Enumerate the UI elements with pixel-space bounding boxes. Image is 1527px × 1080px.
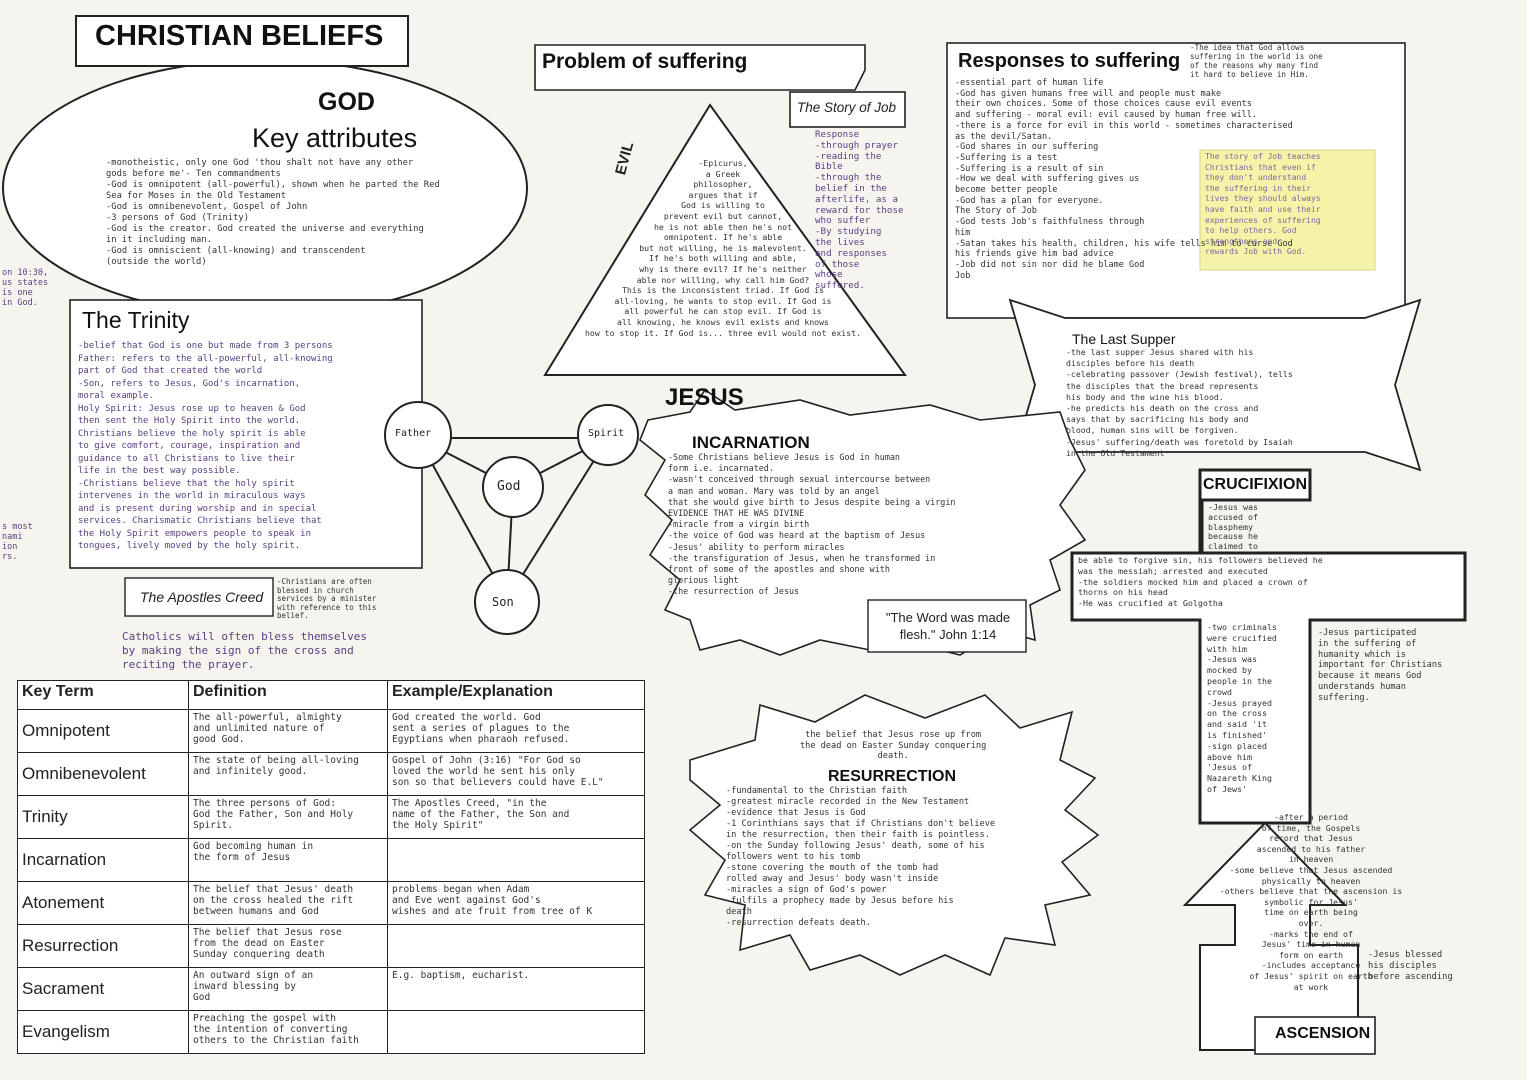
god-title: GOD <box>318 88 375 116</box>
definition-cell: The all-powerful, almighty and unlimited… <box>188 709 388 753</box>
term-cell: Omnibenevolent <box>17 752 189 796</box>
responses-notes: -essential part of human life -God has g… <box>955 78 1293 281</box>
term-cell: Sacrament <box>17 967 189 1011</box>
apostles-creed-label: The Apostles Creed <box>140 589 264 605</box>
example-cell: E.g. baptism, eucharist. <box>387 967 645 1011</box>
job-sticky-note: The story of Job teaches Christians that… <box>1205 152 1321 257</box>
crucifixion-notes-mid: be able to forgive sin, his followers be… <box>1078 555 1323 609</box>
example-cell <box>387 924 645 968</box>
incarnation-notes: -Some Christians believe Jesus is God in… <box>668 452 956 597</box>
last-supper-title: The Last Supper <box>1072 331 1176 347</box>
definition-cell: The state of being all-loving and infini… <box>188 752 388 796</box>
definition-cell: The belief that Jesus rose from the dead… <box>188 924 388 968</box>
trinity-diagram <box>384 401 639 635</box>
example-cell <box>387 838 645 882</box>
evil-triangle-text: -Epicurus, a Greek philosopher, argues t… <box>584 158 862 338</box>
table-row: Resurrection The belief that Jesus rose … <box>17 924 645 968</box>
jesus-title: JESUS <box>665 384 744 411</box>
resurrection-notes: -fundamental to the Christian faith -gre… <box>726 786 996 928</box>
ascension-notes: -after a period of time, the Gospels rec… <box>1219 812 1403 992</box>
term-cell: Incarnation <box>17 838 189 882</box>
suffering-title: Problem of suffering <box>542 50 748 73</box>
trinity-node-spirit: Spirit <box>588 428 625 439</box>
term-cell: Atonement <box>17 881 189 925</box>
crucifixion-side-note: -Jesus participated in the suffering of … <box>1318 628 1443 703</box>
table-row: Incarnation God becoming human in the fo… <box>17 838 645 882</box>
resurrection-title: RESURRECTION <box>828 768 957 785</box>
definition-cell: The belief that Jesus' death on the cros… <box>188 881 388 925</box>
definition-cell: Preaching the gospel with the intention … <box>188 1010 388 1054</box>
crucifixion-title: CRUCIFIXION <box>1203 476 1307 493</box>
table-header-row: Key Term Definition Example/Explanation <box>17 680 645 710</box>
catholic-note: Catholics will often bless themselves by… <box>122 630 368 671</box>
term-cell: Evangelism <box>17 1010 189 1054</box>
table-row: Omnibenevolent The state of being all-lo… <box>17 752 645 796</box>
story-of-job-label: The Story of Job <box>797 100 897 115</box>
god-subtitle: Key attributes <box>252 123 418 153</box>
left-margin-note-2: s most nami ion rs. <box>2 522 33 562</box>
left-margin-note: on 10:30, us states is one in God. <box>2 268 49 308</box>
term-cell: Omnipotent <box>17 709 189 753</box>
column-header: Definition <box>188 680 388 710</box>
responses-title: Responses to suffering <box>958 50 1181 72</box>
last-supper-notes: -the last supper Jesus shared with his d… <box>1066 347 1293 458</box>
god-notes: -monotheistic, only one God 'thou shalt … <box>106 158 440 267</box>
column-header: Example/Explanation <box>387 680 645 710</box>
main-title: CHRISTIAN BELIEFS <box>95 20 384 52</box>
example-cell: Gospel of John (3:16) "For God so loved … <box>387 752 645 796</box>
table-row: Atonement The belief that Jesus' death o… <box>17 881 645 925</box>
resurrection-intro: the belief that Jesus rose up from the d… <box>800 730 987 761</box>
apostles-creed-note: -Christians are often blessed in church … <box>277 577 377 620</box>
trinity-node-god: God <box>497 479 521 494</box>
crucifixion-notes-top: -Jesus was accused of blasphemy because … <box>1208 502 1258 552</box>
column-header: Key Term <box>17 680 189 710</box>
word-made-flesh-quote: "The Word was made flesh." John 1:14 <box>885 610 1011 642</box>
definition-cell: God becoming human in the form of Jesus <box>188 838 388 882</box>
definition-cell: An outward sign of an inward blessing by… <box>188 967 388 1011</box>
trinity-notes: -belief that God is one but made from 3 … <box>78 341 333 551</box>
table-row: Sacrament An outward sign of an inward b… <box>17 967 645 1011</box>
main-title-box <box>75 15 409 67</box>
ascension-title: ASCENSION <box>1275 1025 1371 1042</box>
trinity-title: The Trinity <box>82 307 190 333</box>
table-row: Omnipotent The all-powerful, almighty an… <box>17 709 645 753</box>
crucifixion-notes-post: -two criminals were crucified with him -… <box>1207 622 1277 794</box>
key-terms-table: Key Term Definition Example/Explanation … <box>17 680 645 1054</box>
term-cell: Trinity <box>17 795 189 839</box>
example-cell: The Apostles Creed, "in the name of the … <box>387 795 645 839</box>
responses-side-note: -The idea that God allows suffering in t… <box>1190 43 1323 79</box>
trinity-node-father: Father <box>395 428 432 439</box>
example-cell: problems began when Adam and Eve went ag… <box>387 881 645 925</box>
table-row: Evangelism Preaching the gospel with the… <box>17 1010 645 1054</box>
ascension-side-note: -Jesus blessed his disciples before asce… <box>1368 950 1453 982</box>
incarnation-title: INCARNATION <box>692 433 810 452</box>
term-cell: Resurrection <box>17 924 189 968</box>
trinity-node-son: Son <box>492 595 514 609</box>
table-row: Trinity The three persons of God: God th… <box>17 795 645 839</box>
example-cell: God created the world. God sent a series… <box>387 709 645 753</box>
definition-cell: The three persons of God: God the Father… <box>188 795 388 839</box>
job-response-notes: Response -through prayer -reading the Bi… <box>815 129 904 292</box>
example-cell <box>387 1010 645 1054</box>
